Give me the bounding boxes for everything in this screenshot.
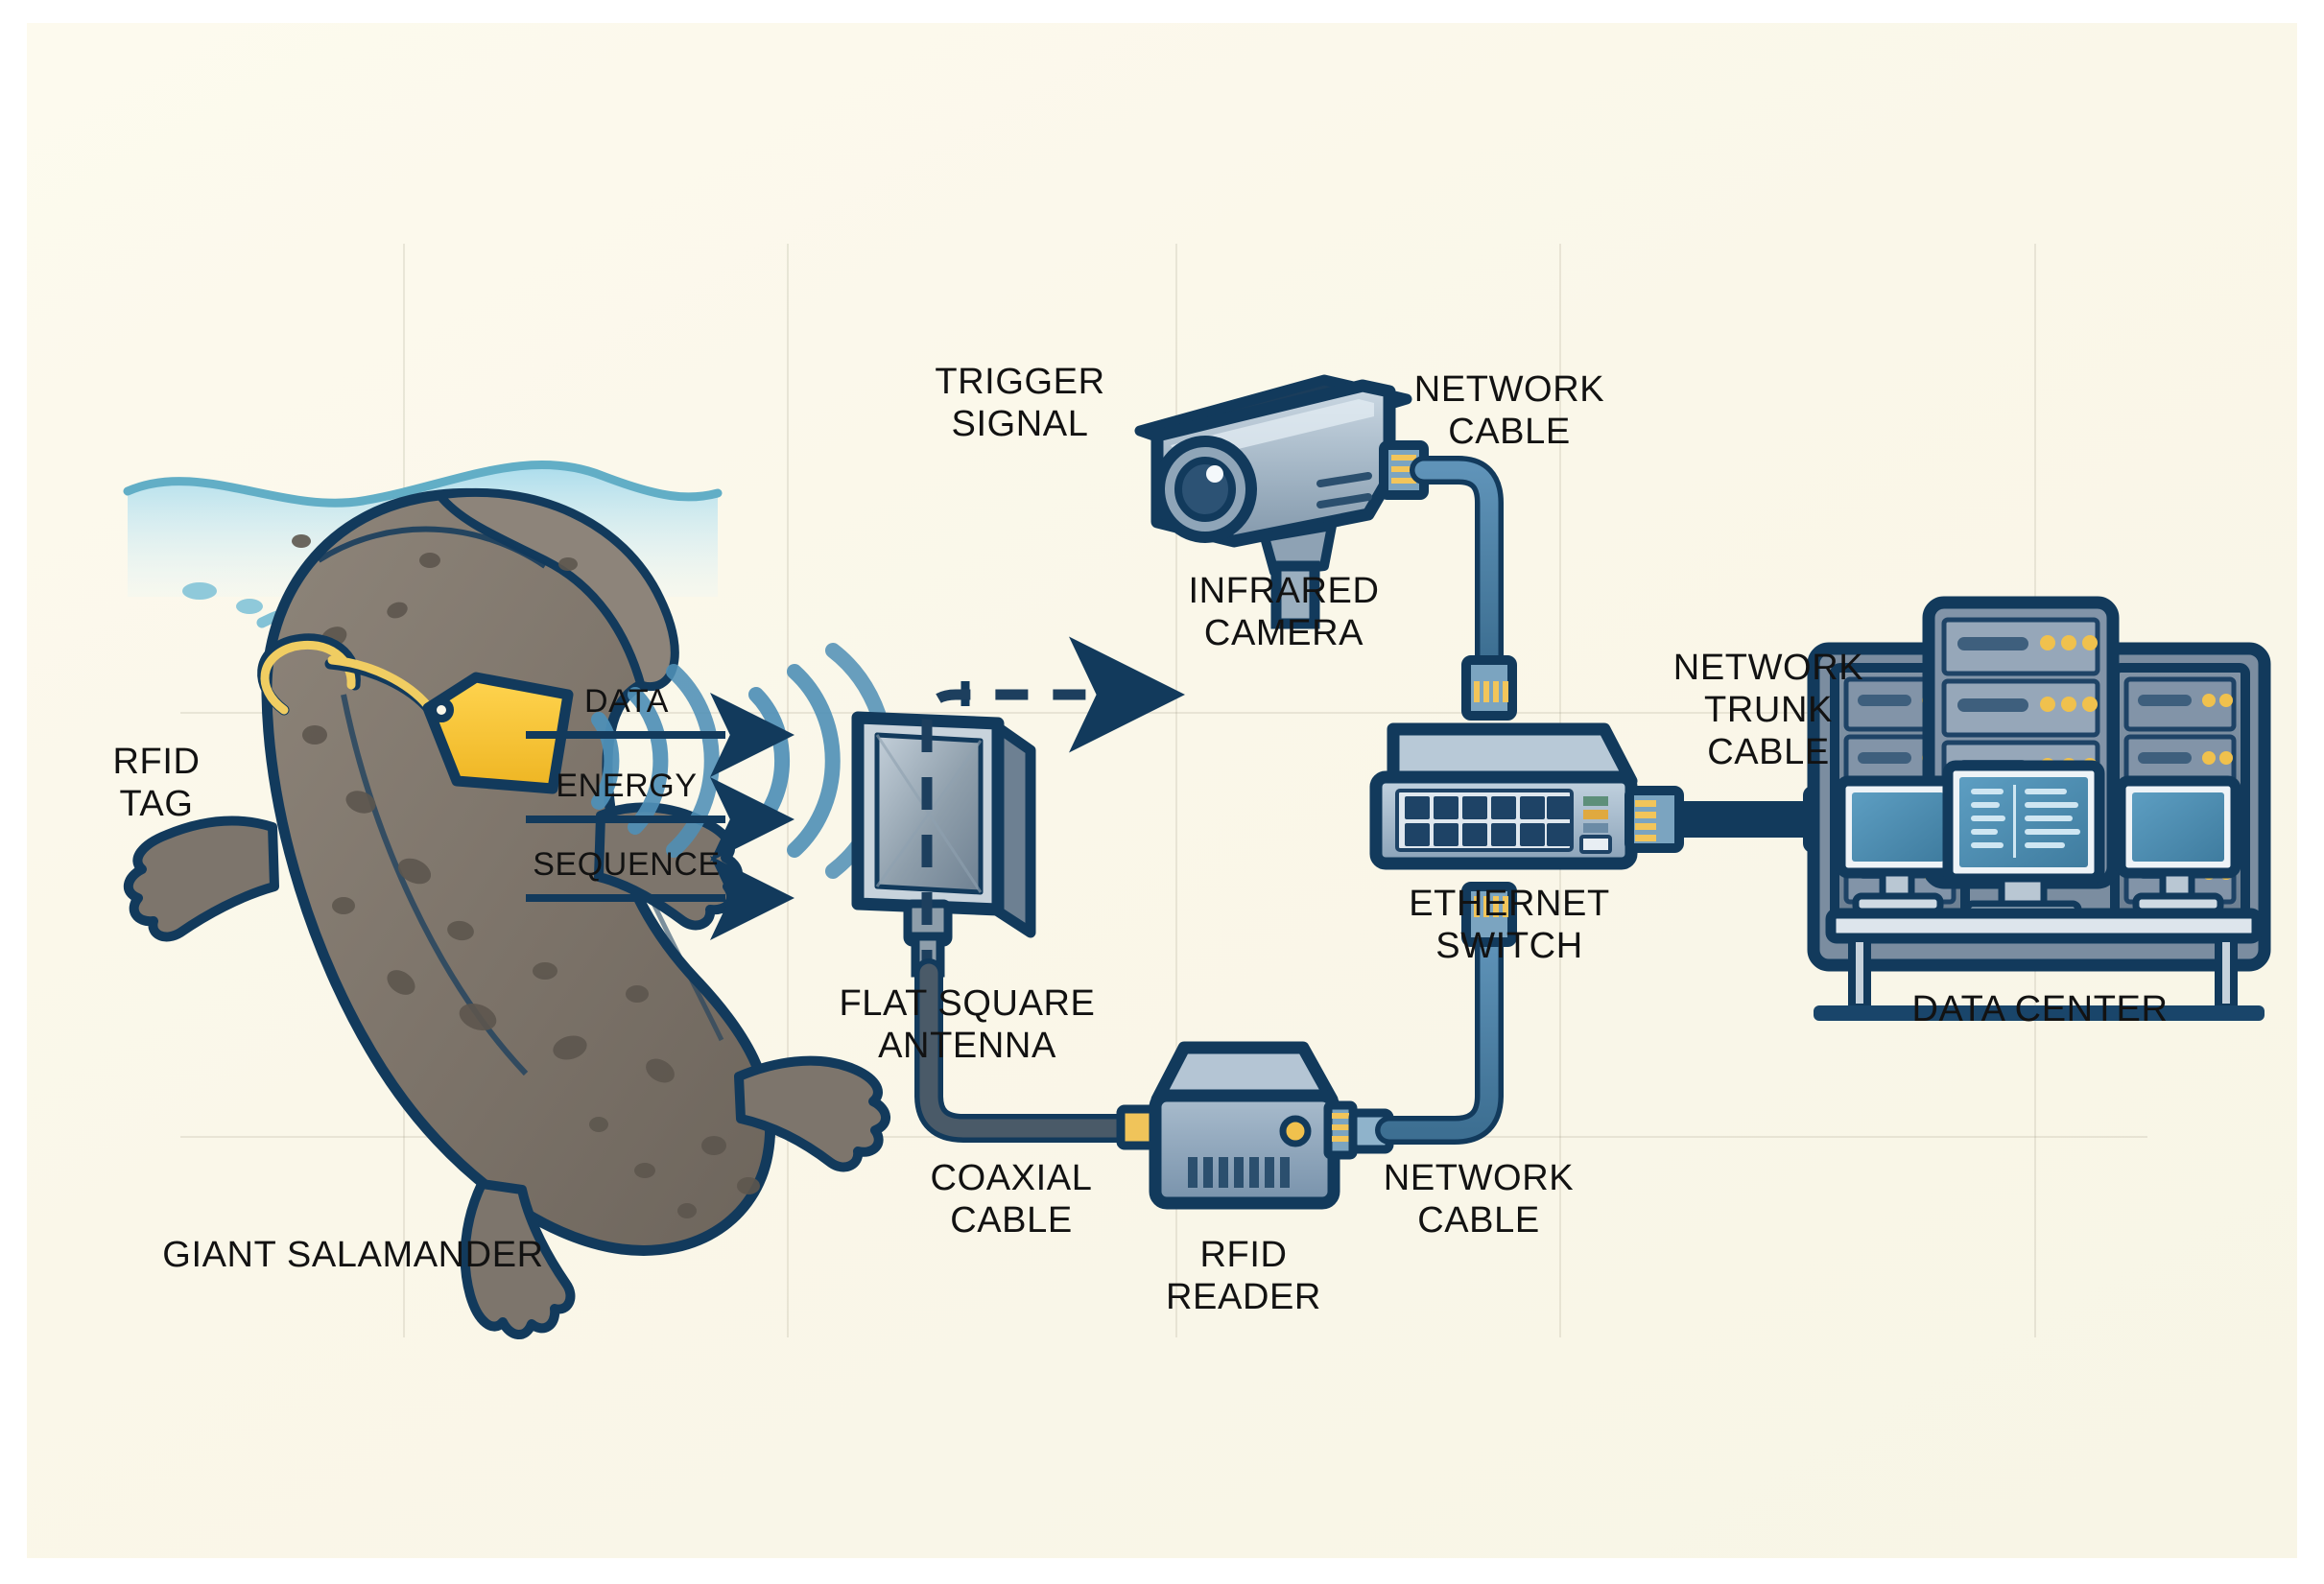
rfid-tag-label: RFID TAG — [112, 742, 201, 825]
antenna-label: FLAT SQUARE ANTENNA — [839, 983, 1096, 1067]
rfid-tag[interactable] — [422, 672, 574, 794]
cable-label-reader-switch: NETWORK CABLE — [1383, 1158, 1575, 1241]
gridline-3 — [1175, 244, 1177, 1337]
cable-camera-to-switch — [1410, 456, 1517, 721]
switch-bottom-rj45 — [1461, 882, 1517, 947]
diagram-canvas: RFID TAG DATA ENERGY SEQUENCE GIANT SALA… — [27, 23, 2297, 1558]
cable-reader-to-switch — [1323, 882, 1517, 1160]
signal-arrows — [526, 693, 794, 940]
cable-label-camera-switch: NETWORK CABLE — [1413, 369, 1605, 453]
switch-ports — [1405, 796, 1572, 846]
signal-label-sequence: SEQUENCE — [533, 846, 721, 883]
flat-square-antenna[interactable] — [851, 681, 1036, 978]
trigger-signal-path — [921, 636, 1185, 982]
switch-top-rj45 — [1461, 655, 1517, 721]
infrared-camera[interactable] — [1134, 374, 1429, 629]
data-center-label: DATA CENTER — [1911, 989, 2169, 1029]
trigger-signal-label: TRIGGER SIGNAL — [935, 362, 1105, 445]
data-center[interactable] — [1807, 596, 2271, 1021]
signal-label-data: DATA — [583, 683, 670, 720]
rfid-reader-label: RFID READER — [1166, 1235, 1321, 1318]
giant-salamander[interactable] — [124, 487, 890, 1339]
signal-label-energy: ENERGY — [556, 768, 698, 804]
monitor-code-lines — [1971, 785, 2080, 858]
cable-label-antenna-reader: COAXIAL CABLE — [930, 1158, 1093, 1241]
reader-vents — [1188, 1157, 1290, 1188]
ethernet-switch-label: ETHERNET SWITCH — [1409, 884, 1610, 967]
ethernet-switch[interactable] — [1369, 722, 1638, 870]
infrared-camera-label: INFRARED CAMERA — [1188, 571, 1380, 654]
rfid-reader[interactable] — [1149, 1041, 1340, 1210]
salamander-label: GIANT SALAMANDER — [162, 1235, 544, 1275]
salamander-limbs — [124, 802, 890, 1339]
diagram-artwork — [123, 374, 2271, 1339]
cable-label-switch-datacenter: NETWORK TRUNK CABLE — [1672, 648, 1864, 773]
switch-right-rj45 — [1624, 786, 1684, 853]
monitor-left — [1835, 775, 1961, 915]
